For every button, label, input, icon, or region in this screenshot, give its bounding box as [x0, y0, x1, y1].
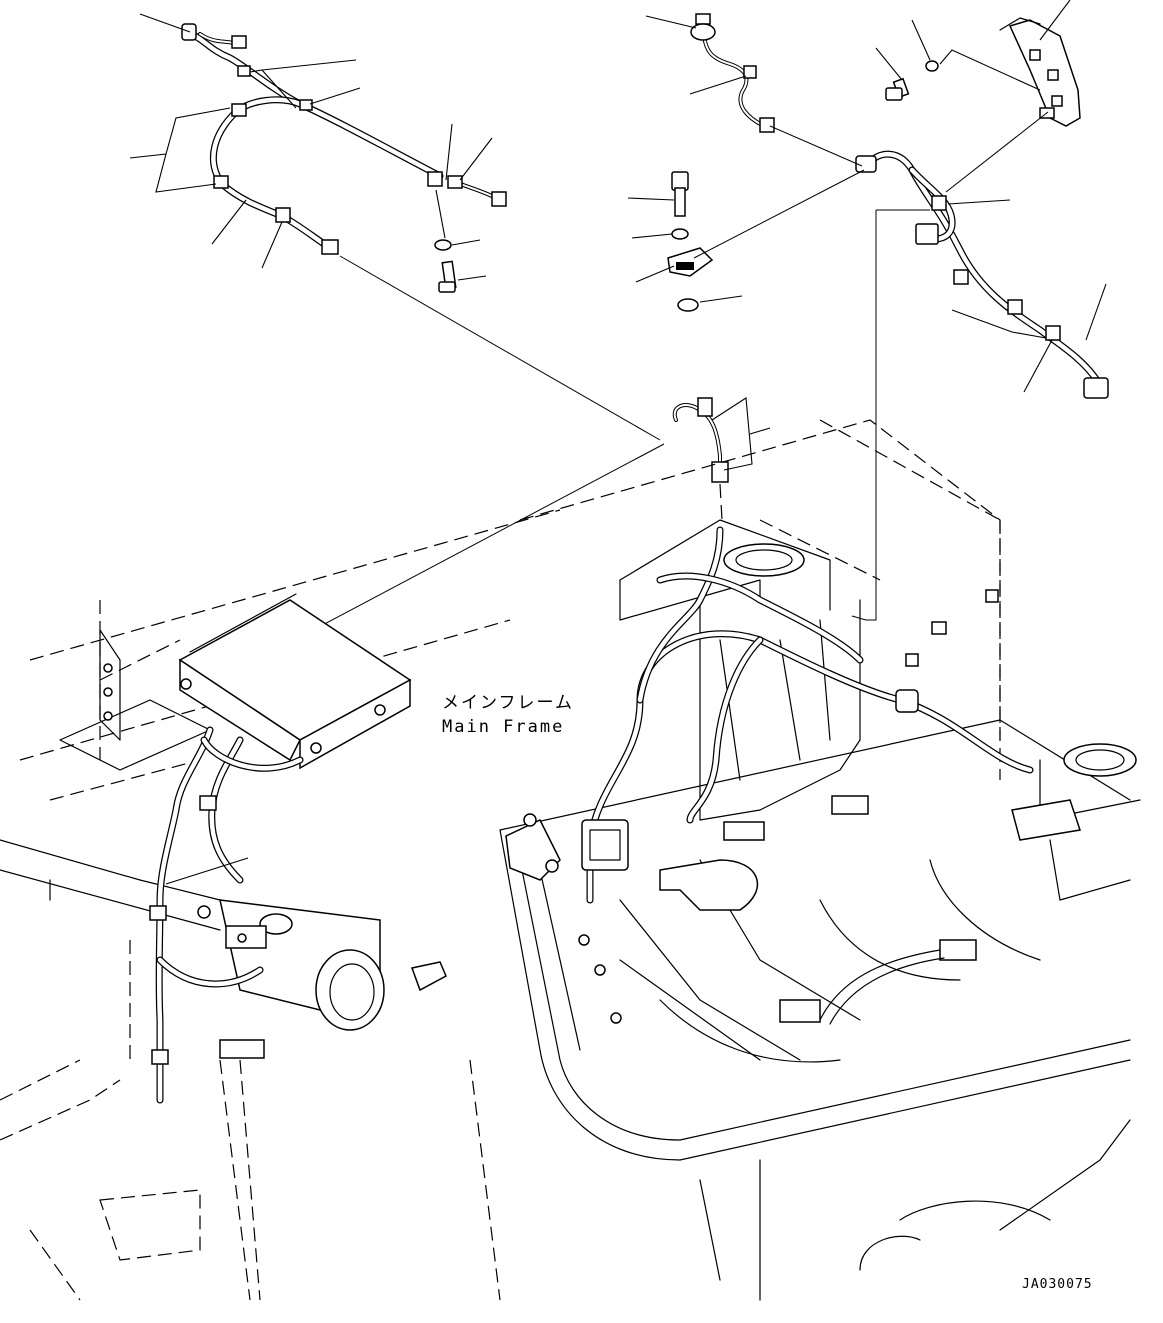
junction-connector [581, 819, 629, 871]
center-sensor [672, 397, 771, 521]
bolt-hole-1 [578, 934, 590, 946]
nut-2 [905, 653, 919, 667]
sensor-connector [711, 461, 729, 483]
connector-harness-end [321, 239, 339, 255]
pin [411, 961, 447, 992]
clip-right-1 [931, 195, 947, 211]
flange-right [1011, 799, 1081, 841]
bracket-clamp [427, 171, 443, 187]
clip-3 [231, 103, 247, 117]
clip-left-b [149, 905, 167, 921]
bolt-right [885, 77, 910, 101]
pedestal-bore [723, 543, 805, 577]
connector-right-end [1083, 377, 1109, 399]
nut-1 [931, 621, 947, 635]
sensor-head [697, 397, 713, 417]
block-3 [779, 999, 821, 1023]
pivot-bore-right [1063, 743, 1137, 777]
sensor-assembly-right [627, 0, 1109, 621]
clip-right-3 [1007, 299, 1023, 315]
block-1 [723, 821, 765, 841]
bolt-left [438, 260, 457, 293]
clip-right-2 [953, 269, 969, 285]
left-structure [0, 593, 501, 1301]
sensor-top [695, 13, 711, 25]
clip-1 [237, 65, 251, 77]
washer-left [434, 239, 452, 251]
grommet-frame [895, 689, 919, 713]
main-frame-label-ja: メインフレーム [442, 693, 574, 713]
connector-sensor-end [759, 117, 775, 133]
mounting-bracket [999, 17, 1081, 127]
nut-3 [985, 589, 999, 603]
clip-4 [213, 175, 229, 189]
connector-sensor [491, 191, 507, 207]
washer-center [671, 228, 689, 240]
clip-right-4 [1045, 325, 1061, 341]
clip-2 [299, 99, 313, 111]
clip-5 [275, 207, 291, 223]
speed-sensor [667, 247, 714, 277]
clip-left-c [151, 1049, 169, 1065]
clamp-lower [219, 1039, 265, 1059]
sensor-knob [197, 905, 211, 919]
connector-right-a [855, 155, 877, 173]
bracket-plate [659, 859, 759, 911]
clip-left-a [199, 795, 217, 811]
connector-right-b [915, 223, 939, 245]
main-frame-label-en: Main Frame [442, 717, 565, 737]
bolt-hole-3 [610, 1012, 622, 1024]
main-frame-body [19, 419, 1141, 1301]
sensor-body [690, 23, 716, 41]
block-2 [831, 795, 869, 815]
clip-6 [447, 175, 463, 189]
o-ring [677, 298, 699, 312]
socket-bolt [671, 171, 689, 217]
drawing-code: JA030075 [1022, 1277, 1093, 1292]
pivot-housing-left [219, 899, 385, 1031]
washer-right [925, 60, 939, 72]
controller-box [178, 593, 412, 770]
connector-left-small [231, 35, 247, 49]
harness-assembly-left [129, 13, 665, 691]
clip-sensor [743, 65, 757, 79]
block-4 [939, 939, 977, 961]
bolt-hole-2 [594, 964, 606, 976]
